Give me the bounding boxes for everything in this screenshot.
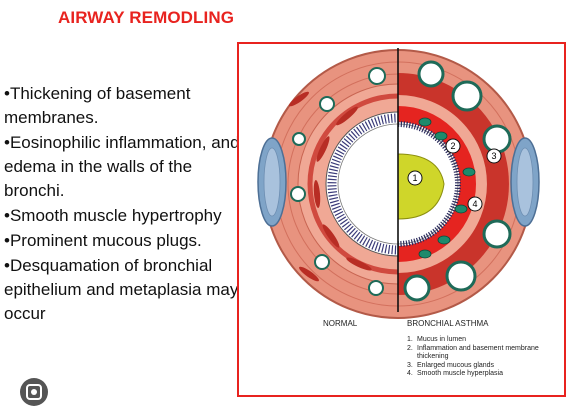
gland-small (368, 67, 386, 85)
bullet-item: •Eosinophilic inflammation, and edema in… (4, 133, 240, 200)
airway-cross-section-diagram: 1 2 3 4 (257, 48, 540, 319)
legend-item: 1.Mucus in lumen (407, 336, 467, 343)
gland-enlarged (417, 60, 445, 88)
marker-4: 4 (472, 199, 477, 209)
marker-2: 2 (450, 141, 455, 151)
bullet-item: •Desquamation of bronchial epithelium an… (4, 256, 239, 323)
legend-item: 3.Enlarged mucous glands (407, 361, 495, 369)
marker-3: 3 (491, 151, 496, 161)
figure-legend: 1.Mucus in lumen 2.Inflammation and base… (407, 336, 557, 379)
label-bronchial-asthma: BRONCHIAL ASTHMA (407, 319, 489, 328)
lens-icon (26, 384, 42, 400)
marker-1: 1 (412, 173, 417, 183)
label-normal: NORMAL (323, 319, 358, 328)
lens-button[interactable] (20, 378, 48, 406)
legend-item: 4.Smooth muscle hyperplasia (407, 370, 503, 377)
bullet-item: •Prominent mucous plugs. (4, 231, 202, 250)
thick-muscle-layer (397, 73, 509, 295)
bullet-item: •Smooth muscle hypertrophy (4, 206, 222, 225)
mucus-plug (397, 153, 445, 220)
airway-figure: 1 2 3 4 NORMAL BRONCHIAL ASTHMA 1.Mucus … (237, 42, 566, 397)
legend-item: 2.Inflammation and basement membrane thi… (407, 344, 539, 361)
bullet-list: •Thickening of basement membranes. •Eosi… (4, 82, 240, 327)
bullet-item: •Thickening of basement membranes. (4, 84, 191, 127)
slide-title: AIRWAY REMODLING (58, 8, 235, 27)
